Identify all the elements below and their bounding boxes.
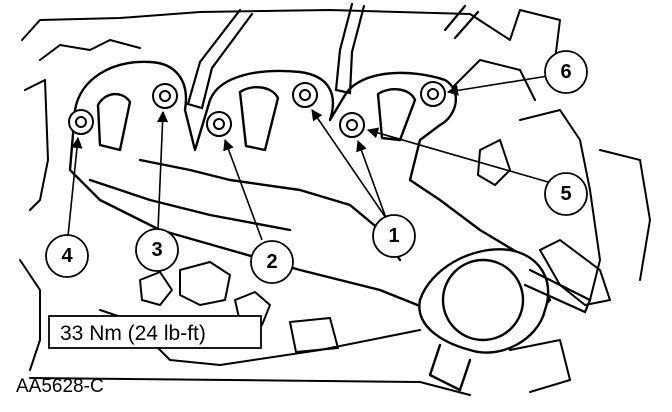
figure-id: AA5628-C xyxy=(16,376,104,397)
bolt-4[interactable] xyxy=(68,109,94,135)
callout-3-label: 3 xyxy=(151,239,162,261)
callout-4: 4 xyxy=(45,234,89,278)
leader-1a xyxy=(311,109,387,219)
leader-3 xyxy=(156,110,169,231)
bolt-3[interactable] xyxy=(152,83,178,109)
callout-4-label: 4 xyxy=(61,245,73,267)
callout-2-label: 2 xyxy=(266,251,277,273)
callout-3: 3 xyxy=(135,228,179,272)
bolt-1[interactable] xyxy=(292,82,318,108)
callout-1-label: 1 xyxy=(388,225,399,247)
bolt-6[interactable] xyxy=(420,81,446,107)
callout-5: 5 xyxy=(544,172,588,216)
exhaust-manifold xyxy=(68,60,552,392)
bolt-2[interactable] xyxy=(206,111,232,137)
torque-spec-text: 33 Nm (24 lb-ft) xyxy=(60,322,206,345)
callout-1: 1 xyxy=(372,214,416,258)
manifold-bolts xyxy=(68,81,446,138)
callout-6-label: 6 xyxy=(560,61,571,83)
spark-plug-wires xyxy=(186,2,592,314)
callout-5-label: 5 xyxy=(560,183,571,205)
callout-6: 6 xyxy=(544,50,588,94)
leader-4 xyxy=(67,136,83,237)
torque-spec-box: 33 Nm (24 lb-ft) xyxy=(48,315,262,349)
callout-2: 2 xyxy=(250,240,294,284)
leader-5 xyxy=(366,127,549,183)
leader-1b xyxy=(356,139,387,219)
leader-2 xyxy=(223,138,263,241)
leader-6 xyxy=(446,75,549,96)
bolt-5[interactable] xyxy=(339,112,365,138)
callout-leaders xyxy=(67,75,549,241)
